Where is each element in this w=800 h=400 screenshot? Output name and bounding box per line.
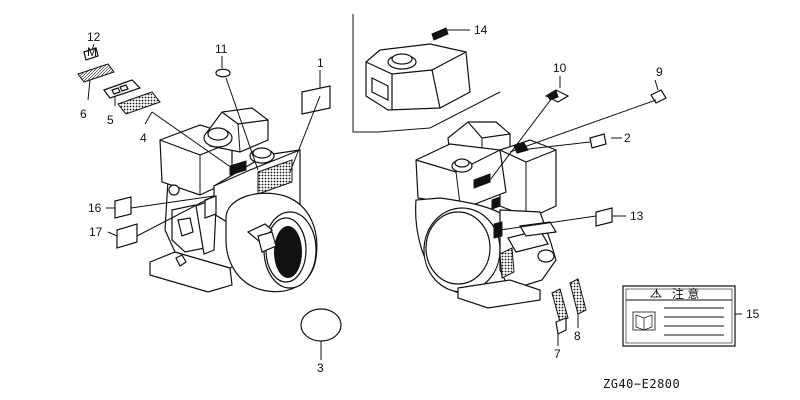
callout-13: 13 <box>630 209 644 223</box>
callout-12: 12 <box>87 30 101 44</box>
engine-left <box>149 107 318 293</box>
figure-code: ZG40−E2800 <box>603 377 680 391</box>
part-4-plate <box>117 91 161 115</box>
callout-3: 3 <box>317 361 324 375</box>
callout-4: 4 <box>140 131 147 145</box>
part-8-strip <box>569 278 587 315</box>
callout-2: 2 <box>624 131 631 145</box>
part-16-label <box>114 196 132 219</box>
callout-5: 5 <box>107 113 114 127</box>
part-6-plate <box>77 63 115 83</box>
part-3-oval <box>300 308 342 342</box>
warning-title: 注 意 <box>672 286 699 301</box>
callout-labels: 1 2 3 4 5 6 7 8 9 10 11 12 13 14 15 16 1… <box>80 23 760 375</box>
callout-1: 1 <box>317 56 324 70</box>
callout-6: 6 <box>80 107 87 121</box>
callout-17: 17 <box>89 225 103 239</box>
svg-text:!: ! <box>655 286 658 300</box>
callout-8: 8 <box>574 329 581 343</box>
part-13-decal <box>595 207 613 227</box>
callout-16: 16 <box>88 201 102 215</box>
leader-lines <box>87 29 742 360</box>
callout-11: 11 <box>215 42 228 56</box>
part-7-strip <box>551 288 569 323</box>
callout-14: 14 <box>474 23 488 37</box>
part-15-warning-label: ! 注 意 <box>622 285 736 347</box>
engine-right <box>415 121 557 309</box>
callout-10: 10 <box>553 61 567 75</box>
callout-9: 9 <box>656 65 663 79</box>
svg-text:M: M <box>87 45 97 59</box>
inset-fuel-tank <box>352 14 501 133</box>
part-1-label <box>301 85 331 115</box>
callout-7: 7 <box>554 347 561 361</box>
part-17-label <box>116 223 138 249</box>
part-2-decal <box>589 133 607 149</box>
part-11-decal <box>215 68 231 78</box>
callout-15: 15 <box>746 307 760 321</box>
